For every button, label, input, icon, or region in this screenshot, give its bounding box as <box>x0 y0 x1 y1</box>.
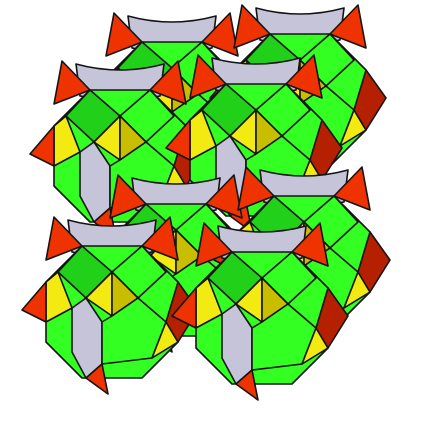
red-tetrahedron <box>285 54 323 99</box>
red-tetrahedron <box>29 125 55 167</box>
red-tetrahedron <box>353 69 387 131</box>
red-tetrahedron <box>291 222 329 267</box>
red-tetrahedron <box>237 166 275 211</box>
red-tetrahedron <box>357 231 391 293</box>
red-tetrahedron <box>53 60 91 105</box>
red-tetrahedron <box>21 281 47 323</box>
red-tetrahedron <box>45 216 83 261</box>
red-tetrahedron <box>171 287 197 329</box>
red-tetrahedron <box>149 60 187 105</box>
red-tetrahedron <box>105 12 143 57</box>
red-tetrahedron <box>189 54 227 99</box>
red-tetrahedron <box>201 12 239 57</box>
polyhedron-cell-8 <box>171 222 349 401</box>
red-tetrahedron <box>141 216 179 261</box>
red-tetrahedron <box>109 174 147 219</box>
red-tetrahedron <box>333 166 371 211</box>
red-tetrahedron <box>315 287 349 349</box>
red-tetrahedron <box>235 369 259 401</box>
red-tetrahedron <box>233 4 271 49</box>
red-tetrahedron <box>329 4 367 49</box>
polyhedron-cell-7 <box>21 216 199 395</box>
red-tetrahedron <box>165 119 191 161</box>
red-tetrahedron <box>205 174 243 219</box>
red-tetrahedron <box>85 363 109 395</box>
red-tetrahedron <box>195 222 233 267</box>
